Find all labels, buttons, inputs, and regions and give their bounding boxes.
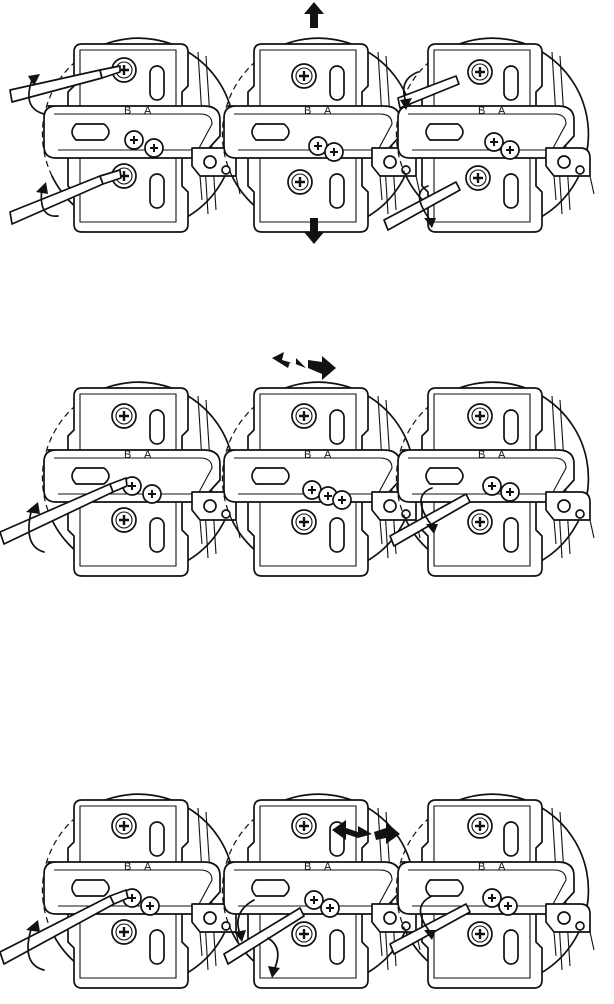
rotate-arrow bbox=[400, 71, 436, 228]
plate-label-b: B bbox=[304, 105, 311, 117]
plate-screw-bottom bbox=[290, 920, 318, 948]
screwdriver bbox=[389, 903, 471, 955]
plate-screw-top bbox=[290, 62, 318, 90]
plate-screw-bottom bbox=[286, 168, 314, 196]
plate-label-a: A bbox=[498, 105, 506, 117]
plate-label-a: A bbox=[324, 105, 332, 117]
plate-screw-top bbox=[110, 402, 138, 430]
plate-screw-bottom bbox=[466, 920, 494, 948]
plate-label-b: B bbox=[124, 449, 131, 461]
rotate-arrow bbox=[234, 899, 280, 978]
plate-label-b: B bbox=[124, 105, 131, 117]
rotate-arrow bbox=[420, 487, 438, 534]
plate-screw-bottom bbox=[290, 508, 318, 536]
left-right-arrow bbox=[332, 820, 400, 844]
screwdriver-top bbox=[9, 65, 121, 103]
plate-screw-top bbox=[110, 812, 138, 840]
rotate-arrow bbox=[28, 74, 59, 217]
rotate-arrow bbox=[419, 895, 436, 940]
plate-label-b: B bbox=[304, 861, 311, 873]
screwdriver-top bbox=[397, 75, 460, 109]
plate-screw-top bbox=[290, 402, 318, 430]
plate-label-a: A bbox=[144, 861, 152, 873]
plate-label-a: A bbox=[144, 449, 152, 461]
plate-screw-top bbox=[466, 402, 494, 430]
plate-label-b: B bbox=[478, 105, 485, 117]
plate-label-b: B bbox=[124, 861, 131, 873]
plate-label-a: A bbox=[324, 449, 332, 461]
plate-label-b: B bbox=[478, 449, 485, 461]
plate-screw-top bbox=[466, 812, 494, 840]
plate-label-a: A bbox=[498, 861, 506, 873]
screwdriver-bottom bbox=[9, 169, 122, 225]
up-arrow bbox=[304, 2, 324, 28]
down-arrow bbox=[304, 218, 324, 244]
plate-label-a: A bbox=[144, 105, 152, 117]
plate-screw-bottom bbox=[466, 508, 494, 536]
plate-screw-top bbox=[290, 812, 318, 840]
plate-label-a: A bbox=[324, 861, 332, 873]
screwdriver bbox=[223, 907, 305, 965]
screwdriver bbox=[389, 493, 471, 547]
plate-screw-top bbox=[466, 58, 494, 86]
rotate-arrow bbox=[26, 502, 45, 553]
left-right-arrow bbox=[272, 352, 336, 380]
plate-label-b: B bbox=[478, 861, 485, 873]
plate-screw-bottom bbox=[110, 918, 138, 946]
plate-label-b: B bbox=[304, 449, 311, 461]
plate-screw-bottom bbox=[464, 164, 492, 192]
plate-screw-bottom bbox=[110, 506, 138, 534]
rotate-arrow bbox=[26, 920, 45, 971]
plate-label-a: A bbox=[498, 449, 506, 461]
